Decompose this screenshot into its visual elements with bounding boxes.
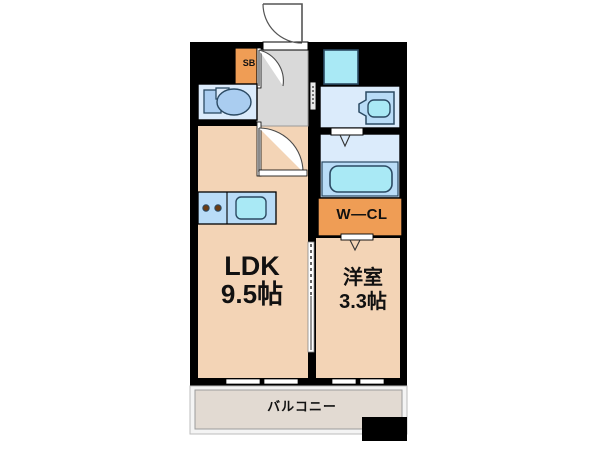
pipe-shaft-unit [362, 417, 407, 441]
ldk-door-threshold [258, 169, 308, 177]
bathroom-door-swing [339, 134, 351, 148]
closet-door-threshold [340, 233, 374, 241]
shoe-box-sb [234, 47, 258, 87]
bedroom-window-pane-1 [331, 378, 357, 385]
bathtub [329, 165, 393, 193]
room-bedroom-floor [316, 238, 400, 378]
toilet-bowl [216, 88, 252, 116]
stove-burner-right [214, 204, 222, 212]
bedroom-window-pane-2 [359, 378, 385, 385]
corridor-wall-stub [308, 176, 316, 238]
entry-genkan-floor [257, 50, 308, 126]
stove-burner-left [202, 204, 210, 212]
entrance-door-threshold [262, 41, 309, 51]
walk-in-closet [317, 197, 403, 237]
entrance-door-swing-arc [262, 3, 303, 44]
ldk-window-pane-1 [225, 378, 261, 385]
bathroom-door-threshold [330, 127, 364, 136]
vanity-basin [367, 99, 391, 118]
washing-machine-space [323, 49, 359, 85]
bottom-wall-bedroom [316, 378, 400, 386]
ldk-window-pane-2 [263, 378, 299, 385]
ldk-door-swing-arc [258, 127, 304, 173]
toilet-door-swing-arc [258, 49, 284, 87]
entrance-door-leaf [263, 3, 303, 42]
closet-door-swing [349, 239, 361, 252]
kitchen-sink-basin [235, 196, 267, 220]
